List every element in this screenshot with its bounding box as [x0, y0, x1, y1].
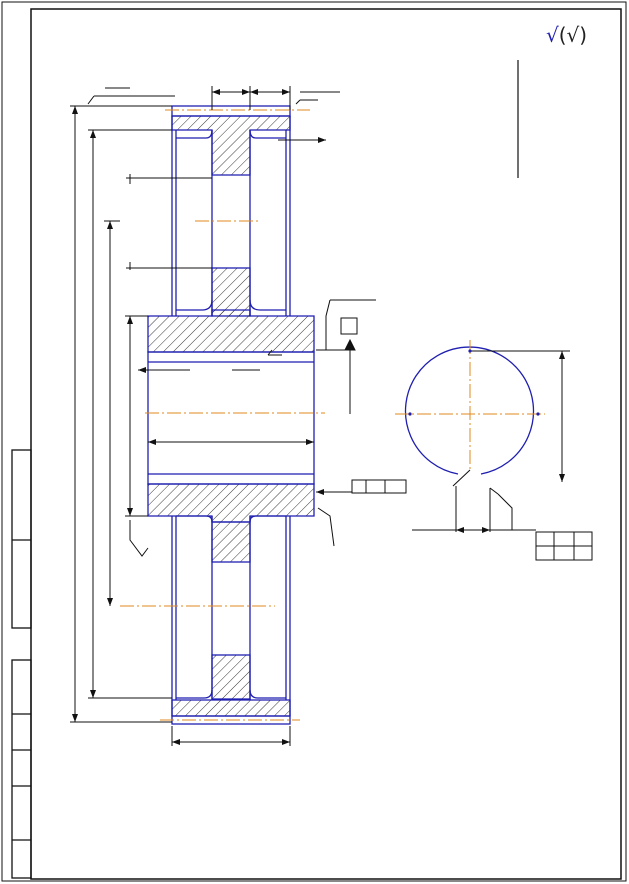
end-view-centerlines: [395, 340, 545, 470]
end-view: [395, 340, 593, 561]
margin-stamp-boxes: [11, 449, 32, 879]
dimension-lines: [70, 86, 407, 746]
centerlines: [120, 109, 325, 721]
gear-outline: [147, 105, 315, 725]
end-view-dimensions: [412, 350, 593, 561]
gear-section-view: [70, 86, 407, 746]
surface-roughness-symbol: √(√): [546, 24, 587, 46]
roughness-parenthesized: (√): [558, 23, 588, 47]
section-hatching: [147, 115, 315, 717]
roughness-checkmark: √: [546, 23, 559, 47]
